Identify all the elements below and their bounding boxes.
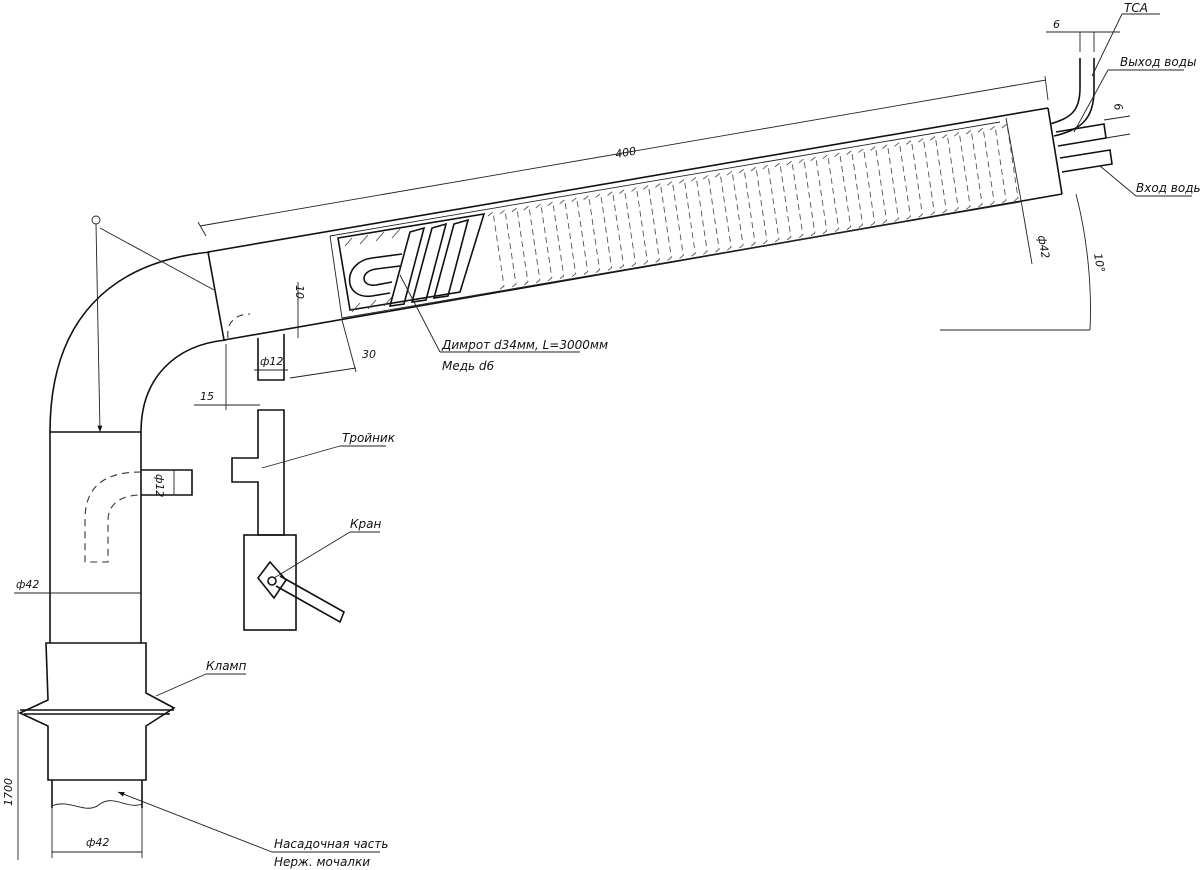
label-water-in: Вход воды [1136,181,1200,195]
coil-turn [786,159,804,240]
dim-d42-condenser: ф42 [1035,234,1052,259]
coil-turn [774,162,792,242]
dim-30: 30 [362,348,376,361]
coil-turn [965,129,983,209]
coil-turn [822,153,840,234]
coil-turn [846,149,864,229]
tsa-tube [1049,58,1095,137]
label-clamp: Кламп [206,659,247,673]
coil-turn [929,135,947,215]
coil-turn [1001,123,1019,203]
water-outlet-tube [1055,123,1107,147]
coil-turn [714,172,732,252]
dim-d42-column: ф42 [16,578,39,591]
coil-turn [750,166,768,246]
coil-turn [810,155,828,236]
dim-10-deg: 10° [1091,252,1107,273]
coil-turn [918,137,935,217]
nozzle-section [51,780,143,809]
dim-1700: 1700 [2,778,15,806]
coil-turn [583,194,601,274]
coil-turn [631,186,648,266]
coil-turn [989,125,1007,205]
tee-fitting [231,409,285,536]
coil-turn [571,196,589,277]
dim-15: 15 [200,390,214,403]
coil-turn [726,170,744,250]
dim-d42-bottom: ф42 [86,836,109,849]
label-water-out: Выход воды [1120,55,1196,69]
dim-400: 400 [614,145,637,161]
coil-turn [619,188,636,268]
dim-6-top: 6 [1053,18,1060,31]
column-pipe [49,251,227,643]
coil-turn [511,207,529,287]
cutaway-hatching [344,228,401,313]
coil-turn [595,192,613,272]
leader-lines [91,13,1192,853]
water-inlet-tube [1059,149,1113,173]
label-tee: Тройник [342,431,396,445]
coil-hidden-lines [487,123,1019,291]
coil-turn [953,131,971,211]
dim-6-side: 6 [1111,102,1125,111]
coil-turn [487,211,505,291]
dimension-lines [14,31,1131,860]
coil-turn [834,151,852,232]
coil-turn [738,168,756,248]
coil-turn [690,176,708,256]
label-valve: Кран [350,517,381,531]
coil-turn [870,145,887,225]
coil-turn [655,182,672,262]
dim-d12-side: ф12 [153,474,166,497]
label-nozzle: Насадочная часть [274,837,388,851]
label-copper: Медь d6 [442,359,495,373]
coil-turn [977,127,995,207]
coil-turn [906,139,923,219]
condenser [207,107,1063,341]
d12-stub [227,313,285,381]
coil-turn [547,200,565,281]
label-dimroth: Димрот d34мм, L=3000мм [441,338,608,352]
coil-turn [894,141,911,221]
coil-turn [702,174,720,254]
coil-turn [499,209,517,289]
coil-turn [941,133,959,213]
coil-turn [762,164,780,244]
coil-turn [858,147,876,227]
coil-turn [643,184,660,264]
coil-turn [678,178,696,258]
coil-turn [798,157,816,238]
coil-turn [667,180,684,260]
label-steel: Нерж. мочалки [274,855,370,869]
coil-turn [607,190,625,270]
dim-d12-outlet: ф12 [260,355,283,368]
dim-10: 10 [293,285,306,299]
coil-turn [535,202,553,283]
coil-turn [882,143,899,223]
clamp [18,642,176,781]
coil-turn [559,198,577,279]
coil-turn [523,205,541,285]
valve [243,534,346,631]
label-tsa: ТСА [1124,1,1148,15]
